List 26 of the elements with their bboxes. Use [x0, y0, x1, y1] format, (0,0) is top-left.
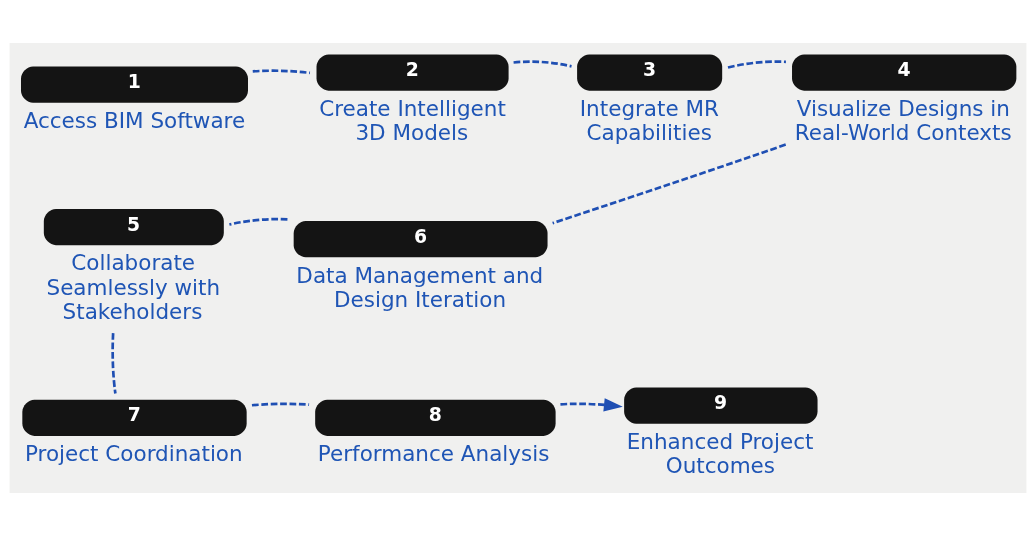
node-label: Collaborate Seamlessly with Stakeholders	[46, 249, 220, 324]
node-box: 1	[20, 66, 248, 103]
connector	[727, 59, 786, 69]
connector	[228, 217, 287, 226]
node-box: 5	[43, 208, 224, 245]
node-label: Visualize Designs in Real-World Contexts	[794, 95, 1012, 145]
connector	[251, 402, 309, 407]
node-box: 9	[623, 387, 818, 424]
node-label: Access BIM Software	[23, 107, 245, 133]
node-box: 7	[21, 399, 247, 436]
node-label: Enhanced Project Outcomes	[626, 428, 813, 478]
node-label: Integrate MR Capabilities	[579, 95, 719, 145]
node-label: Create Intelligent 3D Models	[318, 95, 506, 145]
node-box: 3	[576, 53, 722, 91]
node-box: 4	[791, 53, 1016, 91]
node-label: Performance Analysis	[317, 440, 549, 466]
node-box: 2	[316, 53, 509, 91]
node-label: Project Coordination	[24, 440, 243, 466]
arrow	[559, 397, 623, 411]
node-box: 8	[314, 399, 556, 436]
connector	[551, 142, 786, 224]
connector	[512, 59, 572, 68]
node-label: Data Management and Design Iteration	[295, 262, 543, 312]
node-box: 6	[293, 220, 548, 257]
connector	[252, 68, 310, 74]
connector	[110, 332, 117, 394]
